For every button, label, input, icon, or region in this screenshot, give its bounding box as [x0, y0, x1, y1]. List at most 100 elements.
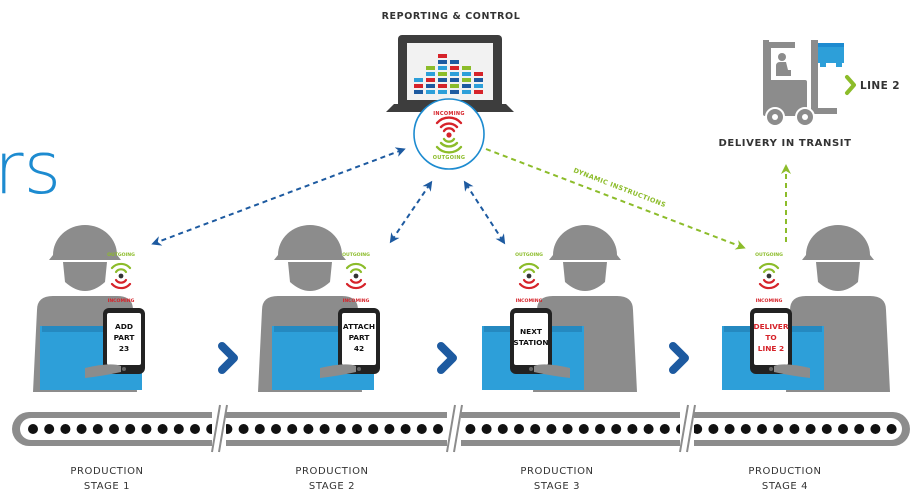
belt-roller — [416, 424, 427, 434]
stage-caption-line-1: PRODUCTION — [295, 466, 368, 477]
belt-roller — [659, 424, 670, 434]
stage-1: ADD PART 23 OUTGOING INCOMING — [33, 225, 145, 392]
belt-roller — [789, 424, 800, 434]
belt-roller — [562, 424, 573, 434]
belt-roller — [595, 424, 605, 434]
stage-caption-line-1: PRODUCTION — [70, 466, 143, 477]
belt-roller — [821, 424, 832, 434]
worker-hand — [774, 364, 810, 378]
belt-roller — [76, 424, 87, 434]
belt-roller — [28, 424, 38, 434]
belt-roller — [870, 424, 881, 434]
stage-outgoing-label: OUTGOING — [515, 252, 543, 258]
belt-roller — [190, 424, 200, 434]
belt-roller — [238, 424, 249, 434]
link-stage-3 — [463, 180, 506, 245]
forklift-icon — [763, 40, 837, 127]
stage-caption-line-2: STAGE 4 — [762, 481, 808, 492]
belt-roller — [384, 424, 395, 434]
dynamic-instructions-label: DYNAMIC INSTRUCTIONS — [572, 166, 667, 209]
belt-roller — [60, 424, 71, 434]
belt-roller — [125, 424, 136, 434]
stage-incoming-label: INCOMING — [343, 298, 370, 304]
belt-roller — [692, 424, 703, 434]
wireless-signal-icon — [758, 262, 780, 290]
belt-roller — [514, 424, 524, 434]
belt-roller — [886, 424, 897, 434]
line-2-label: LINE 2 — [860, 80, 900, 92]
hub-outgoing-label: OUTGOING — [433, 155, 466, 161]
tablet-screen-line: ADD — [115, 322, 133, 331]
stage-caption-line-1: PRODUCTION — [520, 466, 593, 477]
tablet-screen-line: PART — [349, 333, 370, 342]
tablet-screen-line: LINE 2 — [758, 344, 784, 353]
belt-roller — [465, 424, 476, 434]
belt-roller — [611, 424, 622, 434]
belt-roller — [173, 424, 184, 434]
stage-outgoing-label: OUTGOING — [107, 252, 135, 258]
belt-roller — [287, 424, 298, 434]
delivery-in-transit-label: DELIVERY IN TRANSIT — [718, 138, 851, 149]
worker-hand — [320, 364, 356, 378]
tablet-screen-line: DELIVER — [753, 322, 788, 331]
reporting-control-title: REPORTING & CONTROL — [382, 11, 521, 22]
belt-roller — [92, 424, 103, 434]
belt-roller — [724, 424, 735, 434]
tablet-screen-line: PART — [114, 333, 135, 342]
belt-roller — [254, 424, 265, 434]
stage-incoming-label: INCOMING — [516, 298, 543, 304]
belt-roller — [271, 424, 281, 434]
tablet-icon — [338, 308, 380, 374]
belt-roller — [319, 424, 330, 434]
belt-roller — [740, 424, 751, 434]
worker-hand — [534, 364, 570, 378]
tablet-screen-line: 23 — [119, 344, 129, 353]
link-stage-1 — [151, 147, 406, 246]
stage-outgoing-label: OUTGOING — [755, 252, 783, 258]
belt-roller — [530, 424, 541, 434]
parts-box-lid — [274, 326, 372, 332]
belt-roller — [643, 424, 654, 434]
belt-roller — [838, 424, 848, 434]
belt-roller — [481, 424, 492, 434]
worker-hand — [85, 364, 121, 378]
stage-outgoing-label: OUTGOING — [342, 252, 370, 258]
dynamic-instructions-link: DYNAMIC INSTRUCTIONS — [485, 148, 791, 250]
communication-links — [151, 147, 506, 246]
chevron-right-icon — [845, 75, 856, 95]
wireless-signal-icon — [518, 262, 540, 290]
tablet-icon — [750, 308, 792, 374]
stage-incoming-label: INCOMING — [108, 298, 135, 304]
package-icon — [818, 43, 844, 67]
conveyor-belt — [12, 404, 910, 453]
belt-roller — [368, 424, 379, 434]
belt-roller — [109, 424, 119, 434]
belt-roller — [400, 424, 411, 434]
tablet-icon — [510, 308, 552, 374]
belt-roller — [141, 424, 152, 434]
stage-caption-line-2: STAGE 1 — [84, 481, 130, 492]
belt-breaks — [211, 404, 696, 453]
belt-roller — [854, 424, 865, 434]
belt-roller — [335, 424, 346, 434]
belt-roller — [157, 424, 168, 434]
partial-heading: rs — [0, 126, 61, 210]
belt-roller — [757, 424, 767, 434]
tablet-icon — [103, 308, 145, 374]
chevron-right-icon — [218, 342, 238, 374]
belt-roller — [433, 424, 443, 434]
chevron-right-icon — [437, 342, 457, 374]
belt-roller — [578, 424, 589, 434]
belt-roller — [546, 424, 557, 434]
tablet-screen-line: 42 — [354, 344, 364, 353]
screen-bar-chart — [414, 54, 483, 94]
stage-caption-line-2: STAGE 3 — [534, 481, 580, 492]
wireless-hub: INCOMING OUTGOING — [413, 98, 485, 170]
belt-roller — [44, 424, 55, 434]
belt-roller — [627, 424, 638, 434]
